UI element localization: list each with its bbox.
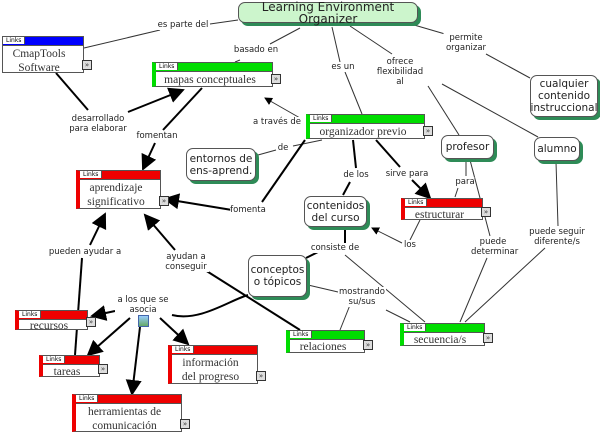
node-label: CmapTools Software — [12, 48, 66, 74]
link-label: basado en — [233, 45, 279, 55]
node-herramientas[interactable]: Links herramientas de comunicación » — [72, 394, 190, 432]
link-label: para — [455, 177, 475, 187]
expand-icon[interactable]: » — [271, 74, 281, 84]
link-label: fomenta — [230, 205, 266, 215]
link-label: mostrando su/sus — [338, 287, 386, 307]
links-menu[interactable]: Links — [43, 356, 66, 363]
links-menu[interactable]: Links — [404, 324, 427, 331]
node-cualquier-contenido[interactable]: cualquier contenido instruccional — [530, 75, 598, 117]
root-node[interactable]: Learning Environment Organizer — [238, 1, 418, 25]
expand-icon[interactable]: » — [256, 371, 266, 381]
link-label: a los que se asocia — [115, 295, 171, 315]
link-label: ofrece flexibilidad al — [376, 57, 424, 87]
links-menu[interactable]: Links — [290, 331, 313, 338]
links-menu[interactable]: Links — [80, 171, 103, 178]
link-label: puede seguir diferente/s — [528, 227, 586, 247]
image-resource-icon[interactable] — [138, 315, 149, 327]
link-label: ayudan a conseguir — [163, 252, 209, 272]
node-mapas[interactable]: Links mapas conceptuales » — [152, 62, 281, 87]
expand-icon[interactable]: » — [86, 317, 96, 327]
node-secuencia[interactable]: Links secuencia/s » — [400, 323, 493, 346]
expand-icon[interactable]: » — [483, 333, 493, 343]
links-menu[interactable]: Links — [3, 37, 26, 44]
expand-icon[interactable]: » — [98, 364, 108, 374]
node-recursos[interactable]: Links recursos » — [15, 310, 96, 332]
links-menu[interactable]: Links — [156, 63, 179, 70]
node-entornos[interactable]: entornos de ens-aprend. — [186, 148, 256, 181]
node-label: estructurar — [414, 209, 465, 221]
link-label: sirve para — [385, 169, 429, 179]
node-aprendizaje[interactable]: Links aprendizaje significativo » — [76, 170, 169, 209]
links-menu[interactable]: Links — [310, 115, 333, 122]
links-menu[interactable]: Links — [76, 395, 99, 402]
link-label: consiste de — [310, 243, 360, 253]
node-label: mapas conceptuales — [164, 74, 256, 86]
node-tareas[interactable]: Links tareas » — [39, 355, 108, 378]
node-label: tareas — [53, 366, 81, 378]
link-label: puede determinar — [471, 237, 519, 257]
link-label: fomentan — [136, 131, 178, 141]
link-label: permite organizar — [443, 33, 489, 53]
link-label: es un — [331, 62, 355, 72]
node-informacion[interactable]: Links información del progreso » — [168, 345, 266, 384]
link-label: pueden ayudar a — [48, 247, 122, 257]
expand-icon[interactable]: » — [423, 126, 433, 136]
expand-icon[interactable]: » — [180, 419, 190, 429]
link-label: los — [404, 240, 416, 250]
node-label: secuencia/s — [413, 334, 467, 346]
expand-icon[interactable]: » — [82, 60, 92, 70]
link-label: de los — [343, 170, 369, 180]
node-contenidos[interactable]: contenidos del curso — [304, 196, 367, 227]
link-label: desarrollado para elaborar — [67, 114, 129, 134]
node-relaciones[interactable]: Links relaciones » — [286, 330, 373, 353]
node-conceptos[interactable]: conceptos o tópicos — [248, 255, 307, 297]
link-label: a través de — [253, 117, 301, 127]
node-label: información del progreso — [181, 357, 240, 383]
node-profesor[interactable]: profesor — [441, 135, 494, 159]
links-menu[interactable]: Links — [172, 346, 195, 353]
node-label: organizador previo — [319, 126, 407, 138]
node-estructurar[interactable]: Links estructurar » — [401, 198, 491, 221]
link-label: es parte del — [157, 20, 209, 30]
node-label: herramientas de comunicación — [87, 406, 162, 432]
node-alumno[interactable]: alumno — [534, 137, 580, 161]
node-organizador[interactable]: Links organizador previo » — [306, 114, 433, 139]
expand-icon[interactable]: » — [159, 196, 169, 206]
node-label: aprendizaje significativo — [87, 182, 145, 208]
expand-icon[interactable]: » — [481, 207, 491, 217]
expand-icon[interactable]: » — [363, 340, 373, 350]
link-label: de — [277, 143, 289, 153]
node-label: recursos — [29, 320, 69, 332]
links-menu[interactable]: Links — [19, 311, 42, 318]
links-menu[interactable]: Links — [405, 199, 428, 206]
node-label: relaciones — [299, 341, 347, 353]
